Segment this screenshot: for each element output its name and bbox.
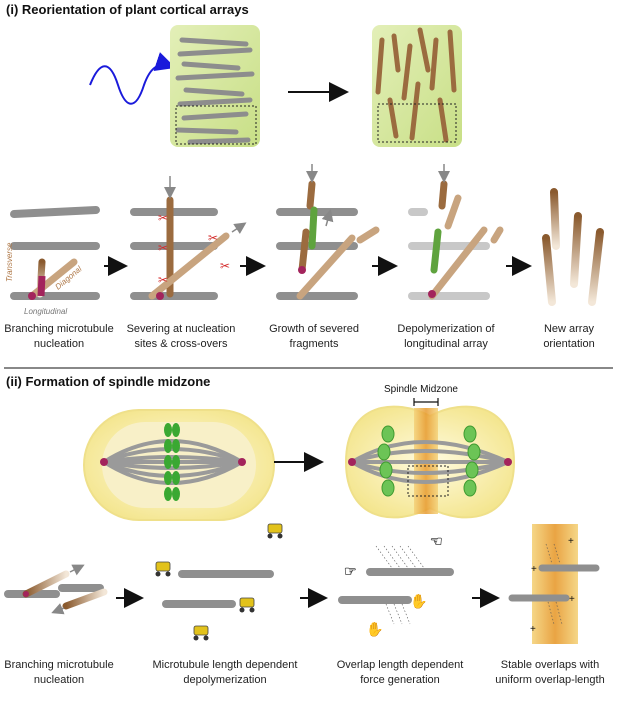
svg-text:☚: ☚ bbox=[430, 533, 443, 549]
caption-ii-3: Overlap length dependent force generatio… bbox=[336, 659, 464, 686]
section-1-title: (i) Reorientation of plant cortical arra… bbox=[6, 2, 249, 17]
cell-transverse-array bbox=[170, 25, 260, 147]
stepB-depolymerization bbox=[155, 523, 292, 641]
caption-i-2: Severing at nucleation sites & cross-ove… bbox=[126, 323, 236, 350]
caption-i-1: Branching microtubule nucleation bbox=[4, 323, 114, 350]
svg-text:✂: ✂ bbox=[158, 211, 168, 225]
step5-new-orientation bbox=[542, 188, 604, 306]
light-stimulus-wave bbox=[89, 52, 176, 105]
caption-ii-4: Stable overlaps with uniform overlap-len… bbox=[495, 659, 605, 686]
svg-text:✂: ✂ bbox=[208, 231, 218, 245]
plus-end-3: + bbox=[569, 594, 575, 605]
cell-spindle-midzone bbox=[344, 398, 516, 519]
stepD-stable-overlaps: + + + + bbox=[508, 524, 600, 644]
section-2-title: (ii) Formation of spindle midzone bbox=[6, 374, 211, 389]
label-transverse: Transverse bbox=[5, 242, 14, 282]
caption-ii-1: Branching microtubule nucleation bbox=[4, 659, 114, 686]
step3-growth bbox=[276, 164, 380, 300]
caption-i-4: Depolymerization of longitudinal array bbox=[397, 323, 495, 350]
spindle-midzone-label: Spindle Midzone bbox=[384, 384, 458, 395]
svg-text:✋: ✋ bbox=[366, 621, 383, 637]
step4-depolymerization bbox=[408, 164, 504, 300]
stepC-force-generation: ☚ ☛ ✋ ✋ bbox=[338, 533, 464, 637]
svg-text:✋: ✋ bbox=[410, 593, 427, 609]
stepA-branching-nucleation bbox=[4, 564, 108, 615]
svg-text:✂: ✂ bbox=[220, 259, 230, 273]
cell-early-spindle bbox=[83, 409, 275, 521]
cell-longitudinal-array bbox=[372, 25, 462, 147]
plus-end-4: + bbox=[530, 624, 536, 635]
caption-ii-2: Microtubule length dependent depolymeriz… bbox=[152, 659, 298, 686]
caption-i-3: Growth of severed fragments bbox=[269, 323, 359, 350]
svg-text:✂: ✂ bbox=[158, 241, 168, 255]
svg-text:☛: ☛ bbox=[344, 563, 357, 579]
plus-end-2: + bbox=[531, 564, 537, 575]
label-longitudinal: Longitudinal bbox=[24, 307, 67, 316]
plus-end-1: + bbox=[568, 536, 574, 547]
svg-text:✂: ✂ bbox=[158, 273, 168, 287]
step1-branching-nucleation: Transverse Diagonal Longitudinal bbox=[5, 206, 100, 316]
caption-i-5: New array orientation bbox=[543, 323, 595, 350]
step2-severing: ✂ ✂ ✂ ✂ ✂ bbox=[130, 176, 247, 300]
